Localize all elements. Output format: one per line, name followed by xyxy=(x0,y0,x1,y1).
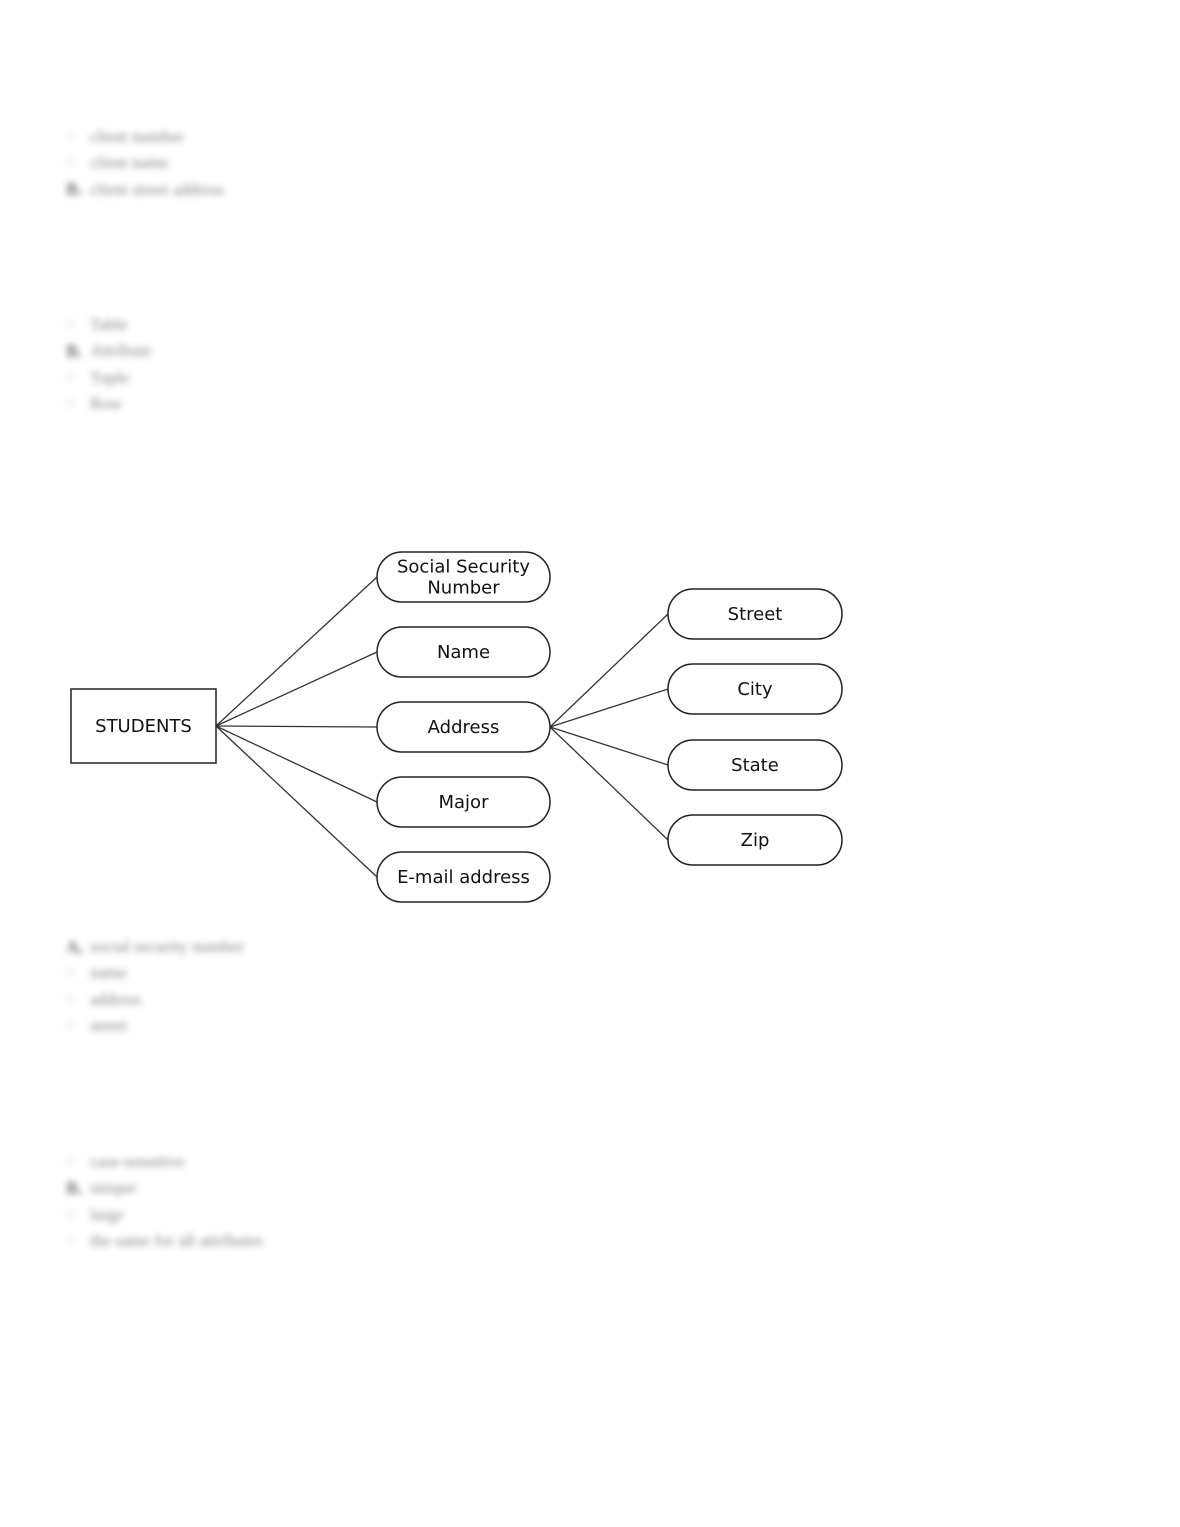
answer-option: B. client street address xyxy=(66,177,224,203)
answer-option: ○ client name xyxy=(66,150,224,176)
node-label: Zip xyxy=(741,830,770,851)
radio-icon: ○ xyxy=(66,155,75,171)
edge-students-name xyxy=(215,651,378,727)
edge-students-address xyxy=(215,725,378,728)
node-label: Social Security xyxy=(397,557,530,578)
radio-icon: ○ xyxy=(66,129,75,145)
edge-address-street xyxy=(549,613,669,728)
answer-option-text: the same for all attributes xyxy=(90,1231,263,1251)
er-diagram-edges xyxy=(215,576,669,878)
entity-box xyxy=(70,688,217,764)
attribute-oval xyxy=(376,551,551,603)
edge-address-zip xyxy=(549,726,669,841)
radio-icon: ○ xyxy=(66,369,75,385)
answer-option-text: large xyxy=(90,1204,124,1224)
radio-icon: ○ xyxy=(66,396,75,412)
attribute-oval xyxy=(667,663,843,715)
answer-option: ○ case-sensitive xyxy=(66,1149,263,1175)
answer-option-text: Table xyxy=(90,315,128,335)
answer-option: A. social security number xyxy=(66,934,244,960)
edge-address-city xyxy=(549,688,669,728)
answer-option-text: street xyxy=(90,1016,127,1036)
attribute-major: Major xyxy=(376,776,551,828)
answer-option-text: social security number xyxy=(90,937,244,957)
radio-icon: ○ xyxy=(66,1206,75,1222)
answer-option-text: client number xyxy=(90,127,184,147)
answer-option: ○ Row xyxy=(66,391,151,417)
edge-students-ssn xyxy=(215,576,378,727)
answer-option-text: unique xyxy=(90,1178,137,1198)
er-diagram-nodes: STUDENTS Social SecurityNumberNameAddress… xyxy=(70,551,843,903)
radio-icon: ○ xyxy=(66,1018,75,1034)
answer-option: ○ address xyxy=(66,987,244,1013)
attribute-oval xyxy=(667,588,843,640)
node-label: Street xyxy=(728,604,783,625)
edge-students-email xyxy=(215,725,378,878)
answer-option-text: name xyxy=(90,963,127,983)
answer-option-text: case-sensitive xyxy=(90,1152,185,1172)
answer-option: ○ street xyxy=(66,1013,244,1039)
answer-option: ○ large xyxy=(66,1202,263,1228)
entity-students: STUDENTS xyxy=(70,688,217,764)
answer-option: ○ Table xyxy=(66,312,151,338)
radio-icon: ○ xyxy=(66,1233,75,1249)
selected-answer-marker: A. xyxy=(66,936,84,957)
node-label: E-mail address xyxy=(397,867,530,888)
radio-icon: ○ xyxy=(66,317,75,333)
attribute-oval xyxy=(667,739,843,791)
node-label: Major xyxy=(439,792,490,813)
attribute-address: Address xyxy=(376,701,551,753)
attribute-city: City xyxy=(667,663,843,715)
edge-students-major xyxy=(215,725,378,803)
radio-icon: ○ xyxy=(66,1154,75,1170)
answer-option-text: Tuple xyxy=(90,367,130,387)
attribute-oval xyxy=(667,814,843,866)
entity-label: STUDENTS xyxy=(95,716,192,737)
selected-answer-marker: B. xyxy=(66,179,83,200)
answer-option: B. Attribute xyxy=(66,338,151,364)
node-label: City xyxy=(737,679,773,700)
answer-option: ○ Tuple xyxy=(66,365,151,391)
answer-options-q3: A. social security number ○ name ○ address ○ st… xyxy=(66,934,244,1039)
attribute-oval xyxy=(376,851,551,903)
node-label: State xyxy=(731,755,779,776)
selected-answer-marker: B. xyxy=(66,1177,83,1198)
answer-option-text: client name xyxy=(90,153,169,173)
attribute-oval xyxy=(376,701,551,753)
answer-option: ○ client number xyxy=(66,124,224,150)
attribute-email: E-mail address xyxy=(376,851,551,903)
node-label: Address xyxy=(428,717,500,738)
selected-answer-marker: B. xyxy=(66,340,83,361)
attribute-street: Street xyxy=(667,588,843,640)
answer-option: ○ name xyxy=(66,960,244,986)
attribute-oval xyxy=(376,776,551,828)
answer-option-text: address xyxy=(90,989,141,1009)
answer-option-text: client street address xyxy=(90,179,225,199)
answer-option: ○ the same for all attributes xyxy=(66,1228,263,1254)
attribute-oval xyxy=(376,626,551,678)
answer-option: B. unique xyxy=(66,1175,263,1201)
edge-address-state xyxy=(549,726,669,766)
radio-icon: ○ xyxy=(66,991,75,1007)
answer-option-text: Row xyxy=(90,394,123,414)
answer-option-text: Attribute xyxy=(90,341,152,361)
attribute-name: Name xyxy=(376,626,551,678)
attribute-state: State xyxy=(667,739,843,791)
radio-icon: ○ xyxy=(66,965,75,981)
node-label: Name xyxy=(437,642,490,663)
node-label: Number xyxy=(427,578,500,599)
attribute-zip: Zip xyxy=(667,814,843,866)
